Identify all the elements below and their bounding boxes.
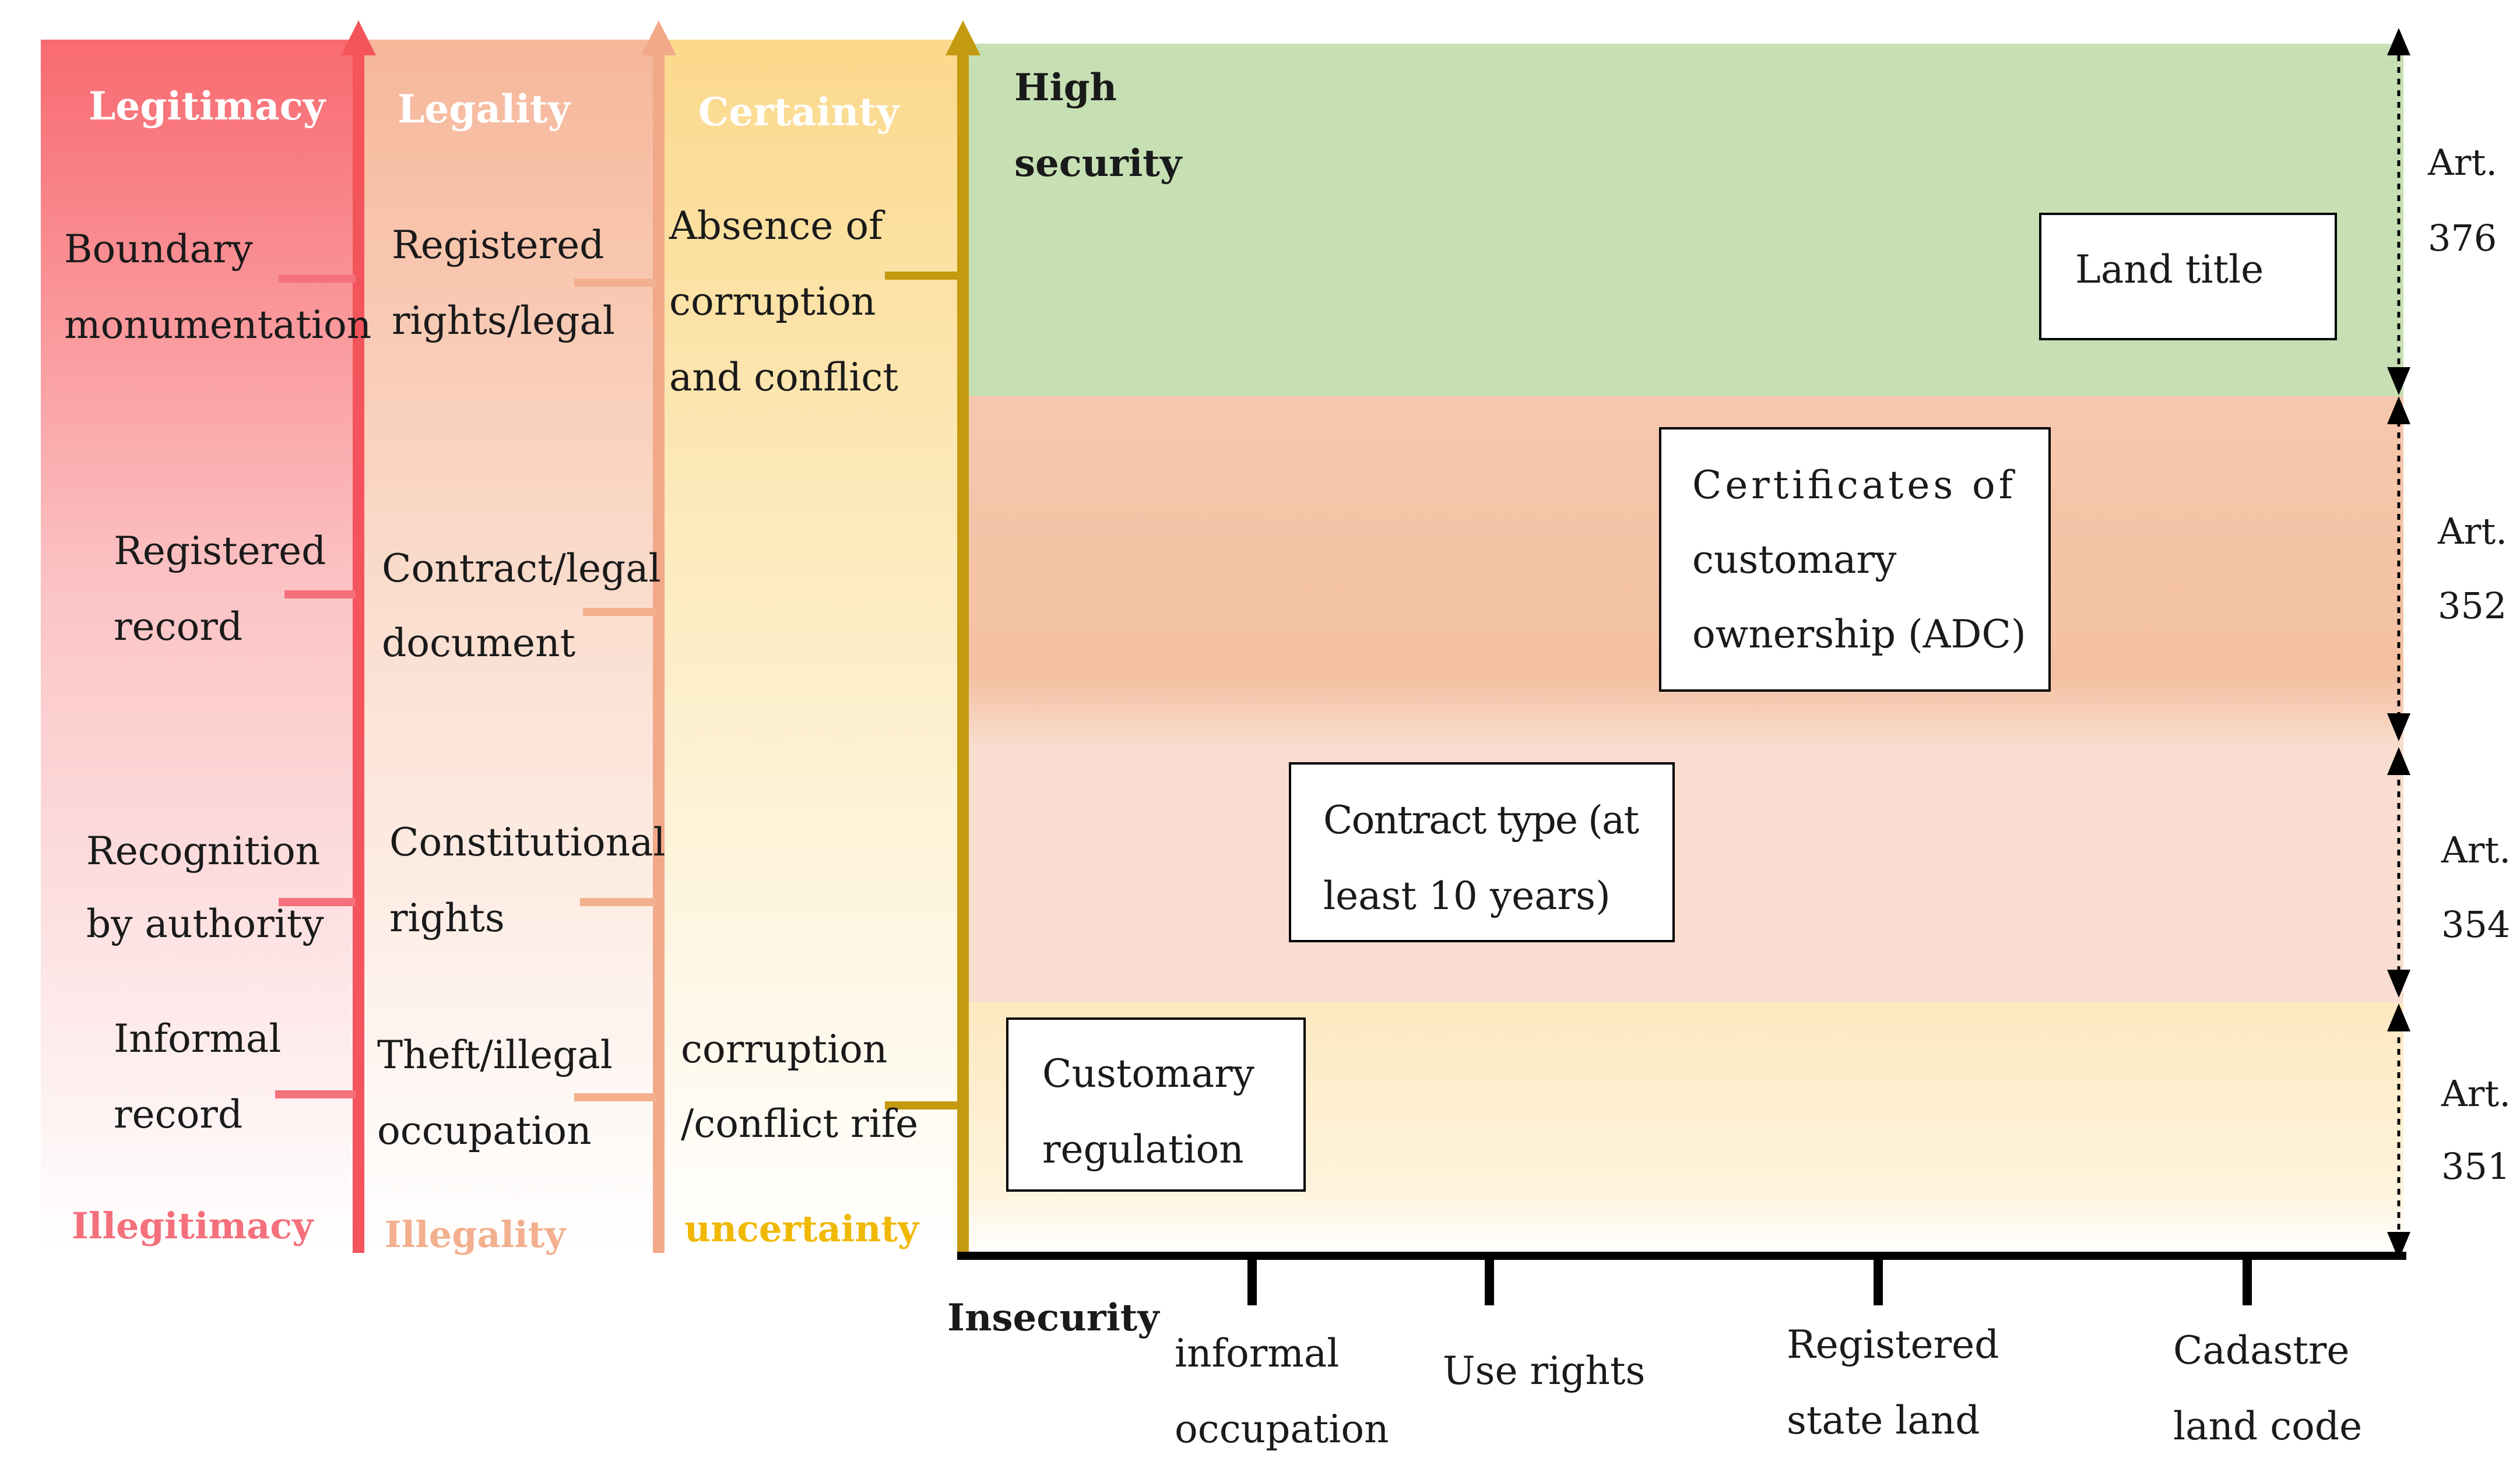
certainty-column-bg	[660, 40, 965, 1252]
certainty-item-2: corruption/conflict rife	[681, 1027, 918, 1146]
article-376-label: Art.376	[2427, 141, 2497, 259]
legitimacy-header: Legitimacy	[89, 83, 326, 129]
legitimacy-column-bg	[41, 40, 360, 1252]
bracket-arrow-up	[2387, 28, 2410, 55]
x-axis-ticks	[1247, 1256, 2252, 1305]
band-mid-low-security	[965, 746, 2403, 1002]
legality-header: Legality	[398, 86, 571, 132]
bracket-arrow-up	[2387, 1003, 2410, 1031]
legitimacy-axis-arrowhead	[341, 20, 376, 55]
legality-axis-arrowhead	[641, 20, 676, 55]
bracket-arrow-down	[2387, 1232, 2410, 1260]
legality-ticks	[574, 279, 656, 1101]
bracket-arrow-up	[2387, 396, 2410, 424]
bracket-arrow-up	[2387, 747, 2410, 775]
article-352-label: Art.352	[2437, 510, 2507, 627]
legality-column-bg	[360, 40, 660, 1252]
certainty-ticks	[885, 272, 961, 1110]
security-axis-arrowhead	[946, 20, 980, 55]
illegality-footer: Illegality	[385, 1213, 567, 1256]
certainty-header: Certainty	[698, 89, 900, 135]
bracket-arrow-down	[2387, 367, 2410, 395]
land-title-label: Land title	[2075, 247, 2264, 292]
article-bracket-arrowheads	[2387, 28, 2410, 1260]
illegitimacy-footer: Illegitimacy	[72, 1205, 314, 1247]
bracket-arrow-down	[2387, 970, 2410, 998]
article-354-label: Art.354	[2441, 829, 2511, 946]
uncertainty-footer: uncertainty	[684, 1207, 920, 1250]
x-label-use-rights: Use rights	[1443, 1348, 1645, 1393]
article-351-label: Art.351	[2441, 1072, 2511, 1188]
insecurity-label: Insecurity	[947, 1296, 1160, 1340]
legitimacy-ticks	[275, 274, 356, 1098]
adc-certificate-box	[1659, 427, 2051, 692]
land-title-box	[2039, 213, 2337, 340]
bracket-arrow-down	[2387, 713, 2410, 741]
customary-regulation-box	[1006, 1017, 1306, 1192]
contract-type-box	[1289, 762, 1675, 942]
